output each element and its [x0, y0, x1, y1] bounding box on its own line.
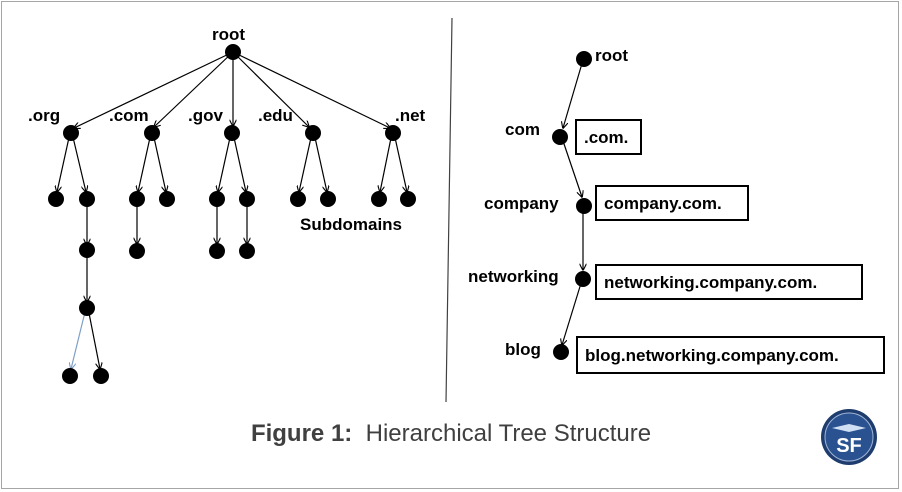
node-org-leaf-2: [93, 368, 109, 384]
tree-edge: [563, 59, 584, 128]
fqdn-text-com: .com.: [584, 128, 628, 147]
tree-edge: [299, 132, 313, 192]
figure-caption: Figure 1: Hierarchical Tree Structure: [0, 420, 902, 448]
right-chain: root com company networking blog .com. c…: [468, 46, 885, 374]
chain-node-company: [576, 198, 592, 214]
fqdn-box-com: .com.: [575, 119, 642, 155]
node-net-child-1: [371, 191, 387, 207]
fqdn-text-company: company.com.: [604, 194, 722, 213]
left-tree-edges: [57, 51, 407, 369]
tld-label-org: .org: [28, 106, 60, 125]
fqdn-box-border: [595, 185, 749, 221]
tld-label-edu: .edu: [258, 106, 293, 125]
node-com: [144, 125, 160, 141]
fqdn-text-blog: blog.networking.company.com.: [585, 346, 839, 365]
tree-edge: [87, 307, 100, 369]
tree-edge: [152, 132, 166, 192]
node-gov-child-2: [239, 191, 255, 207]
tld-label-net: .net: [395, 106, 426, 125]
node-net: [385, 125, 401, 141]
node-org-child-1: [48, 191, 64, 207]
node-gov-grandchild-2: [239, 243, 255, 259]
tree-edge: [71, 307, 87, 369]
tree-edge: [313, 132, 327, 192]
tree-edge: [57, 132, 71, 192]
node-com-grandchild: [129, 243, 145, 259]
sf-logo-icon: SF: [821, 409, 877, 465]
tree-edge: [138, 132, 152, 192]
fqdn-box-blog: blog.networking.company.com.: [576, 336, 885, 374]
node-gov-child-1: [209, 191, 225, 207]
chain-node-com: [552, 129, 568, 145]
fqdn-text-networking: networking.company.com.: [604, 273, 817, 292]
edge-root-edu: [232, 51, 309, 127]
chain-label-com: com: [505, 120, 540, 139]
tld-label-gov: .gov: [188, 106, 223, 125]
node-org-child-2: [79, 191, 95, 207]
node-org: [63, 125, 79, 141]
node-edu-child-1: [290, 191, 306, 207]
chain-node-blog: [553, 344, 569, 360]
node-net-child-2: [400, 191, 416, 207]
fqdn-box-networking: networking.company.com.: [595, 264, 863, 300]
edge-root-net: [232, 51, 390, 128]
node-gov-grandchild-1: [209, 243, 225, 259]
chain-root-label: root: [595, 46, 628, 65]
node-edu-child-2: [320, 191, 336, 207]
tree-edge: [393, 132, 407, 192]
right-chain-nodes: [552, 51, 592, 360]
chain-label-blog: blog: [505, 340, 541, 359]
chain-node-root: [576, 51, 592, 67]
fqdn-box-border: [595, 264, 863, 300]
node-edu: [305, 125, 321, 141]
tree-edge: [218, 132, 232, 192]
node-gov: [224, 125, 240, 141]
tld-label-com: .com: [109, 106, 149, 125]
chain-label-networking: networking: [468, 267, 559, 286]
fqdn-box-company: company.com.: [595, 185, 749, 221]
node-com-child-2: [159, 191, 175, 207]
node-com-child-1: [129, 191, 145, 207]
left-tree-nodes: [48, 44, 416, 384]
node-org-grandchild: [79, 242, 95, 258]
logo-text: SF: [836, 435, 862, 457]
right-chain-edges: [561, 59, 584, 345]
divider-line: [445, 17, 453, 403]
edge-root-com: [154, 51, 234, 127]
tree-edge: [562, 279, 583, 345]
figure-title: Hierarchical Tree Structure: [365, 420, 652, 447]
node-org-leaf-1: [62, 368, 78, 384]
left-tree: root .org .com .gov .edu .net Subdomains: [28, 25, 426, 384]
tree-edge: [232, 132, 246, 192]
node-org-greatgrandchild: [79, 300, 95, 316]
fqdn-box-border: [576, 336, 885, 374]
figure-number: Figure 1:: [250, 420, 353, 447]
node-root: [225, 44, 241, 60]
left-root-label: root: [212, 25, 245, 44]
chain-label-company: company: [484, 194, 559, 213]
edge-root-org: [74, 51, 234, 128]
subdomains-label: Subdomains: [300, 215, 402, 234]
tree-edge: [71, 132, 86, 192]
chain-node-networking: [575, 271, 591, 287]
tree-edge: [561, 137, 582, 197]
fqdn-box-border: [575, 119, 642, 155]
tree-edge: [380, 132, 393, 192]
